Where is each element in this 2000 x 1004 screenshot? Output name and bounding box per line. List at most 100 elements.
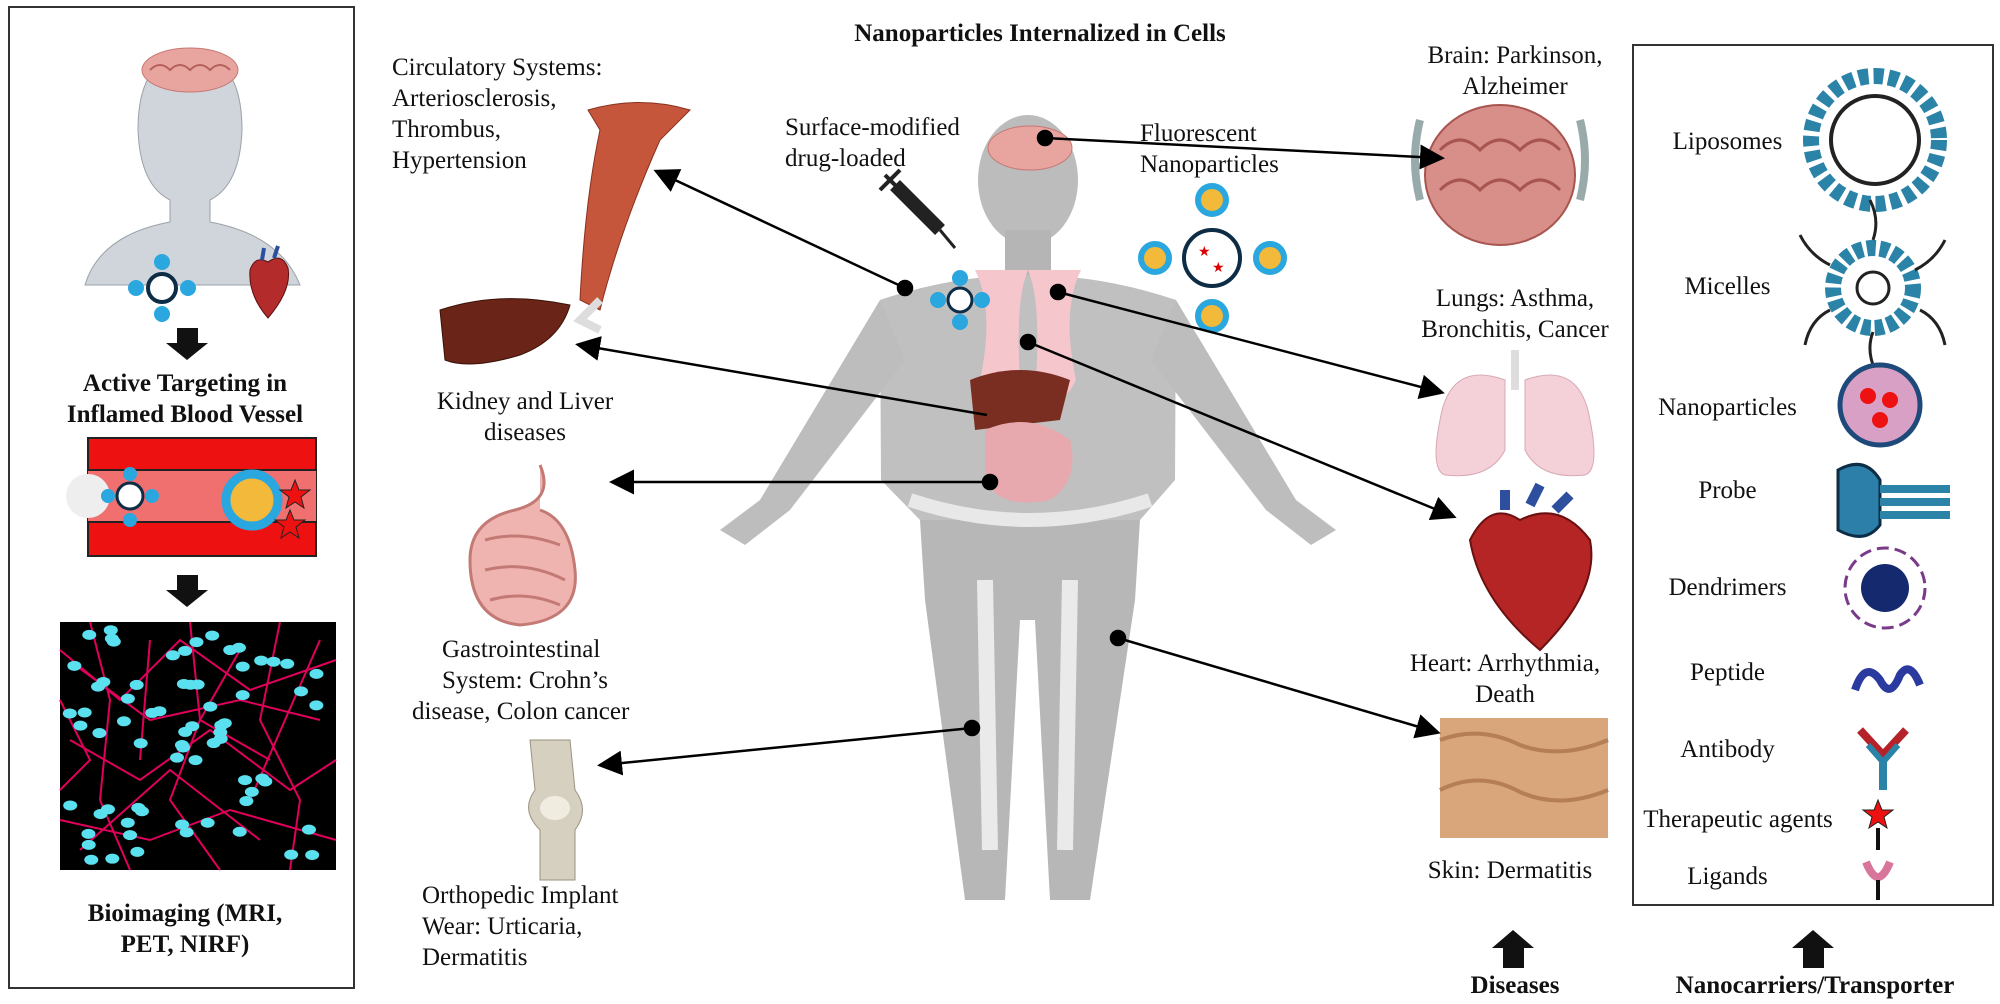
antibody-icon bbox=[1857, 727, 1909, 790]
circulatory-line3: Thrombus, bbox=[392, 116, 502, 143]
fluorescent-label: Fluorescent Nanoparticles bbox=[1140, 118, 1279, 180]
bioimaging-line1: Bioimaging (MRI, bbox=[87, 900, 283, 927]
imaging-cell bbox=[294, 686, 309, 697]
imaging-cell bbox=[77, 707, 92, 718]
syringe-icon bbox=[878, 168, 957, 249]
nanoparticle-icon bbox=[128, 254, 196, 322]
imaging-cell bbox=[92, 728, 107, 739]
imaging-cell bbox=[255, 773, 270, 784]
active-targeting-label: Active Targeting in Inflamed Blood Vesse… bbox=[20, 368, 350, 430]
imaging-cell bbox=[205, 630, 220, 641]
diseases-label: Diseases bbox=[1470, 972, 1560, 999]
svg-text:★: ★ bbox=[1198, 245, 1211, 260]
imaging-cell bbox=[81, 828, 96, 839]
surface-line2: drug-loaded bbox=[785, 145, 906, 172]
diagram-title: Nanoparticles Internalized in Cells bbox=[854, 20, 1226, 47]
fluorescent-nanoparticle-icon: ★★ bbox=[1138, 183, 1287, 333]
imaging-cell bbox=[232, 826, 247, 837]
imaging-cell bbox=[305, 850, 320, 861]
brain-icon bbox=[1411, 104, 1589, 246]
brain-line2: Alzheimer bbox=[1462, 73, 1568, 100]
gastro-line3: disease, Colon cancer bbox=[412, 698, 630, 725]
imaging-cell bbox=[96, 676, 111, 687]
imaging-cell bbox=[131, 802, 146, 813]
nanocarriers-panel bbox=[1632, 44, 1994, 906]
imaging-cell bbox=[82, 629, 97, 640]
imaging-cell bbox=[123, 830, 138, 841]
imaging-cell bbox=[309, 668, 324, 679]
imaging-cell bbox=[103, 625, 118, 636]
ortho-label: Orthopedic Implant Wear: Urticaria, Derm… bbox=[422, 880, 618, 973]
imaging-cell bbox=[105, 853, 120, 864]
imaging-cell bbox=[84, 854, 99, 865]
imaging-cell bbox=[266, 656, 281, 667]
imaging-cell bbox=[120, 693, 135, 704]
human-body-figure bbox=[720, 115, 1336, 900]
kidney-line2: diseases bbox=[484, 419, 566, 446]
imaging-cell bbox=[235, 661, 250, 672]
gastro-line1: Gastrointestinal bbox=[442, 636, 601, 663]
lungs-line1: Lungs: Asthma, bbox=[1435, 285, 1595, 312]
imaging-cell bbox=[217, 718, 232, 729]
surface-line1: Surface-modified bbox=[785, 114, 960, 141]
imaging-cell bbox=[174, 740, 189, 751]
therapeutic-agents-label: Therapeutic agents bbox=[1643, 806, 1833, 833]
probe-label: Probe bbox=[1698, 477, 1757, 504]
left-panel bbox=[8, 6, 355, 989]
heart-icon bbox=[1468, 482, 1593, 652]
imaging-cell bbox=[73, 720, 88, 731]
lungs-line2: Bronchitis, Cancer bbox=[1421, 316, 1609, 343]
ortho-line2: Wear: Urticaria, bbox=[422, 913, 583, 940]
imaging-cell bbox=[145, 707, 160, 718]
circulatory-label: Circulatory Systems: Arteriosclerosis, T… bbox=[392, 52, 602, 176]
lungs-icon bbox=[1435, 350, 1595, 477]
skin-icon bbox=[1439, 718, 1609, 838]
heart-small-icon bbox=[249, 245, 290, 319]
fluorescent-line2: Nanoparticles bbox=[1140, 151, 1279, 178]
antibody-label: Antibody bbox=[1680, 736, 1775, 763]
imaging-cell bbox=[81, 839, 96, 850]
imaging-cell bbox=[238, 775, 253, 786]
imaging-cell bbox=[116, 716, 131, 727]
up-arrow-diseases bbox=[1492, 930, 1534, 968]
kidney-label: Kidney and Liver diseases bbox=[405, 386, 645, 448]
imaging-cell bbox=[133, 738, 148, 749]
imaging-cell bbox=[223, 645, 238, 656]
down-arrow-2 bbox=[166, 575, 208, 607]
liver-icon bbox=[439, 298, 571, 365]
nanoparticles-label: Nanoparticles bbox=[1658, 394, 1797, 421]
imaging-cell bbox=[239, 796, 254, 807]
connector-arrows bbox=[575, 129, 1457, 776]
imaging-cell bbox=[185, 721, 200, 732]
skin-label: Skin: Dermatitis bbox=[1427, 857, 1593, 884]
imaging-cell bbox=[63, 800, 78, 811]
up-arrow-nanocarriers bbox=[1792, 930, 1834, 968]
heart-line1: Heart: Arrhythmia, bbox=[1409, 650, 1601, 677]
imaging-cell bbox=[62, 708, 77, 719]
fluorescent-line1: Fluorescent bbox=[1140, 120, 1257, 147]
imaging-cell bbox=[120, 817, 135, 828]
imaging-cell bbox=[183, 679, 198, 690]
brain-line1: Brain: Parkinson, bbox=[1427, 42, 1603, 69]
ortho-line1: Orthopedic Implant bbox=[422, 882, 619, 909]
imaging-cell bbox=[179, 827, 194, 838]
peptide-label: Peptide bbox=[1690, 659, 1765, 686]
knee-icon bbox=[528, 739, 583, 881]
imaging-cell bbox=[309, 700, 324, 711]
surface-modified-label: Surface-modified drug-loaded bbox=[785, 112, 960, 174]
heart-label: Heart: Arrhythmia, Death bbox=[1375, 648, 1635, 710]
lungs-label: Lungs: Asthma, Bronchitis, Cancer bbox=[1395, 283, 1635, 345]
liposome-icon bbox=[1803, 68, 1947, 212]
therapeutic-agent-icon bbox=[1861, 798, 1895, 850]
svg-text:★: ★ bbox=[1212, 261, 1225, 276]
body-nanoparticle-icon bbox=[930, 270, 990, 330]
imaging-cell bbox=[104, 633, 119, 644]
imaging-cell bbox=[93, 809, 108, 820]
imaging-cell bbox=[301, 824, 316, 835]
imaging-cell bbox=[170, 752, 185, 763]
circulatory-line2: Arteriosclerosis, bbox=[392, 85, 557, 112]
micelle-icon bbox=[1798, 199, 1947, 371]
imaging-cell bbox=[254, 655, 269, 666]
bioimaging-icon bbox=[59, 621, 337, 871]
